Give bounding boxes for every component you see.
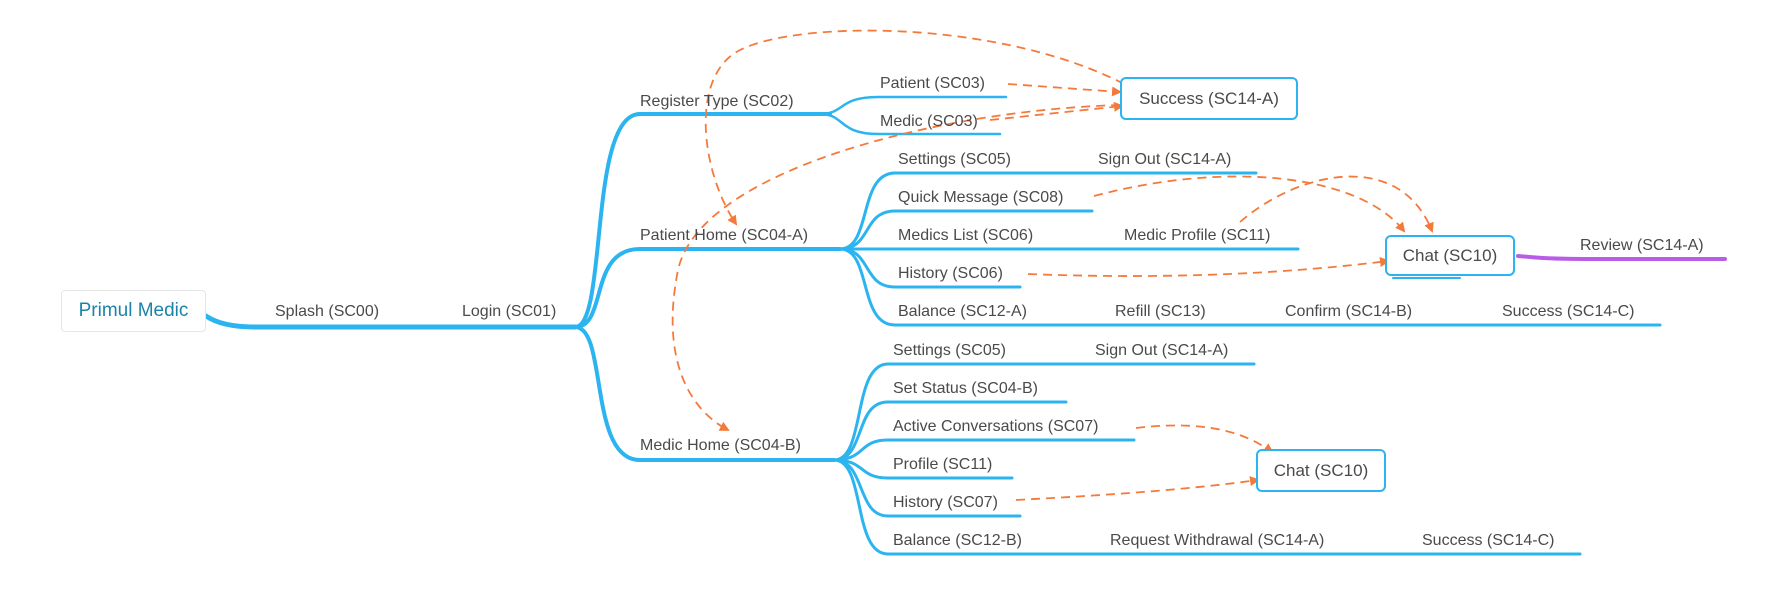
node-quick-message[interactable]: Quick Message (SC08) [898,189,1064,206]
node-medic-home[interactable]: Medic Home (SC04-B) [640,437,801,454]
node-chat-patient[interactable]: Chat (SC10) [1385,235,1515,276]
node-set-status[interactable]: Set Status (SC04-B) [893,380,1038,397]
node-medic-signout[interactable]: Sign Out (SC14-A) [1095,342,1229,359]
node-refill[interactable]: Refill (SC13) [1115,303,1206,320]
node-medic-balance[interactable]: Balance (SC12-B) [893,532,1022,549]
node-login[interactable]: Login (SC01) [462,303,557,320]
node-patient-balance[interactable]: Balance (SC12-A) [898,303,1027,320]
node-patient-settings[interactable]: Settings (SC05) [898,151,1011,168]
node-success-register[interactable]: Success (SC14-A) [1120,77,1298,120]
node-register-type[interactable]: Register Type (SC02) [640,93,794,110]
node-patient-history[interactable]: History (SC06) [898,265,1003,282]
node-medic-history[interactable]: History (SC07) [893,494,998,511]
node-confirm[interactable]: Confirm (SC14-B) [1285,303,1413,320]
node-chat-medic[interactable]: Chat (SC10) [1256,449,1386,492]
node-patient-success[interactable]: Success (SC14-C) [1502,303,1635,320]
node-medic-profile[interactable]: Medic Profile (SC11) [1124,227,1271,244]
node-splash[interactable]: Splash (SC00) [275,303,380,320]
node-patient[interactable]: Patient (SC03) [880,75,985,92]
node-request-withdrawal[interactable]: Request Withdrawal (SC14-A) [1110,532,1325,549]
node-review[interactable]: Review (SC14-A) [1580,237,1704,254]
node-patient-signout[interactable]: Sign Out (SC14-A) [1098,151,1232,168]
node-medic-profile-self[interactable]: Profile (SC11) [893,456,993,473]
node-medic-success[interactable]: Success (SC14-C) [1422,532,1555,549]
node-active-conversations[interactable]: Active Conversations (SC07) [893,418,1099,435]
node-medic[interactable]: Medic (SC03) [880,113,978,130]
node-medic-settings[interactable]: Settings (SC05) [893,342,1006,359]
node-medics-list[interactable]: Medics List (SC06) [898,227,1034,244]
node-patient-home[interactable]: Patient Home (SC04-A) [640,227,809,244]
root-node[interactable]: Primul Medic [61,290,206,332]
